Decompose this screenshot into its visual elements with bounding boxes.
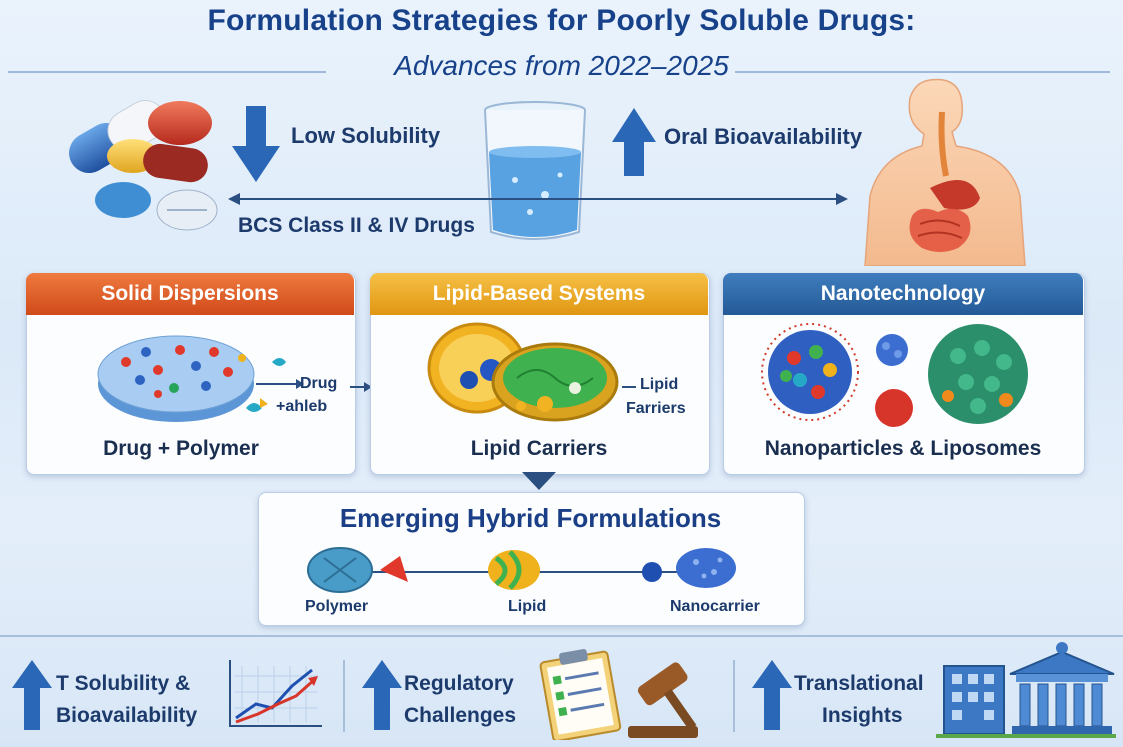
footer-divider-1 — [343, 660, 345, 732]
hybrid-chain-icon — [307, 547, 736, 593]
drug-polymer-caption: Drug + Polymer — [103, 437, 259, 460]
buildings-icon — [936, 642, 1116, 738]
footer-solubility-line2: Bioavailability — [56, 704, 198, 727]
hybrid-title: Emerging Hybrid Formulations — [339, 503, 722, 533]
footer-rule — [0, 635, 1123, 637]
footer-up-arrow-2-icon — [362, 660, 402, 730]
subtitle: Advances from 2022–2025 — [394, 50, 729, 81]
main-title: Formulation Strategies for Poorly Solubl… — [207, 4, 916, 37]
arrow-down-icon — [232, 106, 280, 182]
lipid-based-tab: Lipid-Based Systems — [370, 273, 708, 315]
drug-note-line1: Drug — [300, 375, 338, 392]
arrow-up-icon — [612, 108, 656, 176]
low-solubility-label: Low Solubility — [291, 123, 441, 148]
solid-dispersions-tab: Solid Dispersions — [26, 273, 354, 315]
footer-translational-line2: Insights — [822, 704, 903, 727]
lipid-note-line2: Farriers — [626, 400, 686, 417]
hybrid-item-polymer: Polymer — [305, 598, 369, 615]
drug-note-line2: +ahleb — [276, 398, 328, 415]
nanoparticles-caption: Nanoparticles & Liposomes — [764, 437, 1042, 460]
subtitle-rule-right — [735, 71, 1110, 73]
hybrid-item-lipid: Lipid — [508, 598, 547, 615]
bcs-class-label: BCS Class II & IV Drugs — [238, 214, 475, 237]
hybrid-item-nanocarrier: Nanocarrier — [670, 598, 760, 615]
clipboard-gavel-icon — [539, 649, 698, 740]
arrow-right-icon — [350, 382, 372, 392]
footer-divider-2 — [733, 660, 735, 732]
growth-chart-icon — [229, 660, 322, 727]
connector-arrow-icon — [522, 472, 556, 490]
polymer-matrix-icon — [97, 335, 304, 422]
lipid-note-line1: Lipid — [640, 376, 679, 393]
subtitle-rule-left — [8, 71, 326, 73]
footer-up-arrow-1-icon — [12, 660, 52, 730]
footer-solubility-line1: T Solubility & — [56, 672, 191, 695]
footer-regulatory-line1: Regulatory — [404, 672, 514, 695]
oral-bioavailability-label: Oral Bioavailability — [664, 124, 863, 149]
nanoparticles-icon — [761, 323, 1028, 427]
lipid-carriers-caption: Lipid Carriers — [470, 437, 608, 460]
lipid-carrier-icon — [427, 322, 619, 422]
footer-translational-line1: Translational — [794, 672, 924, 695]
lipid-note-connector — [622, 386, 636, 388]
human-body-icon — [864, 78, 1026, 266]
beaker-icon — [484, 101, 586, 240]
pills-icon — [69, 100, 218, 231]
nanotechnology-tab: Nanotechnology — [723, 273, 1083, 315]
double-arrow-icon — [228, 193, 848, 205]
footer-up-arrow-3-icon — [752, 660, 792, 730]
footer-regulatory-line2: Challenges — [404, 704, 517, 727]
